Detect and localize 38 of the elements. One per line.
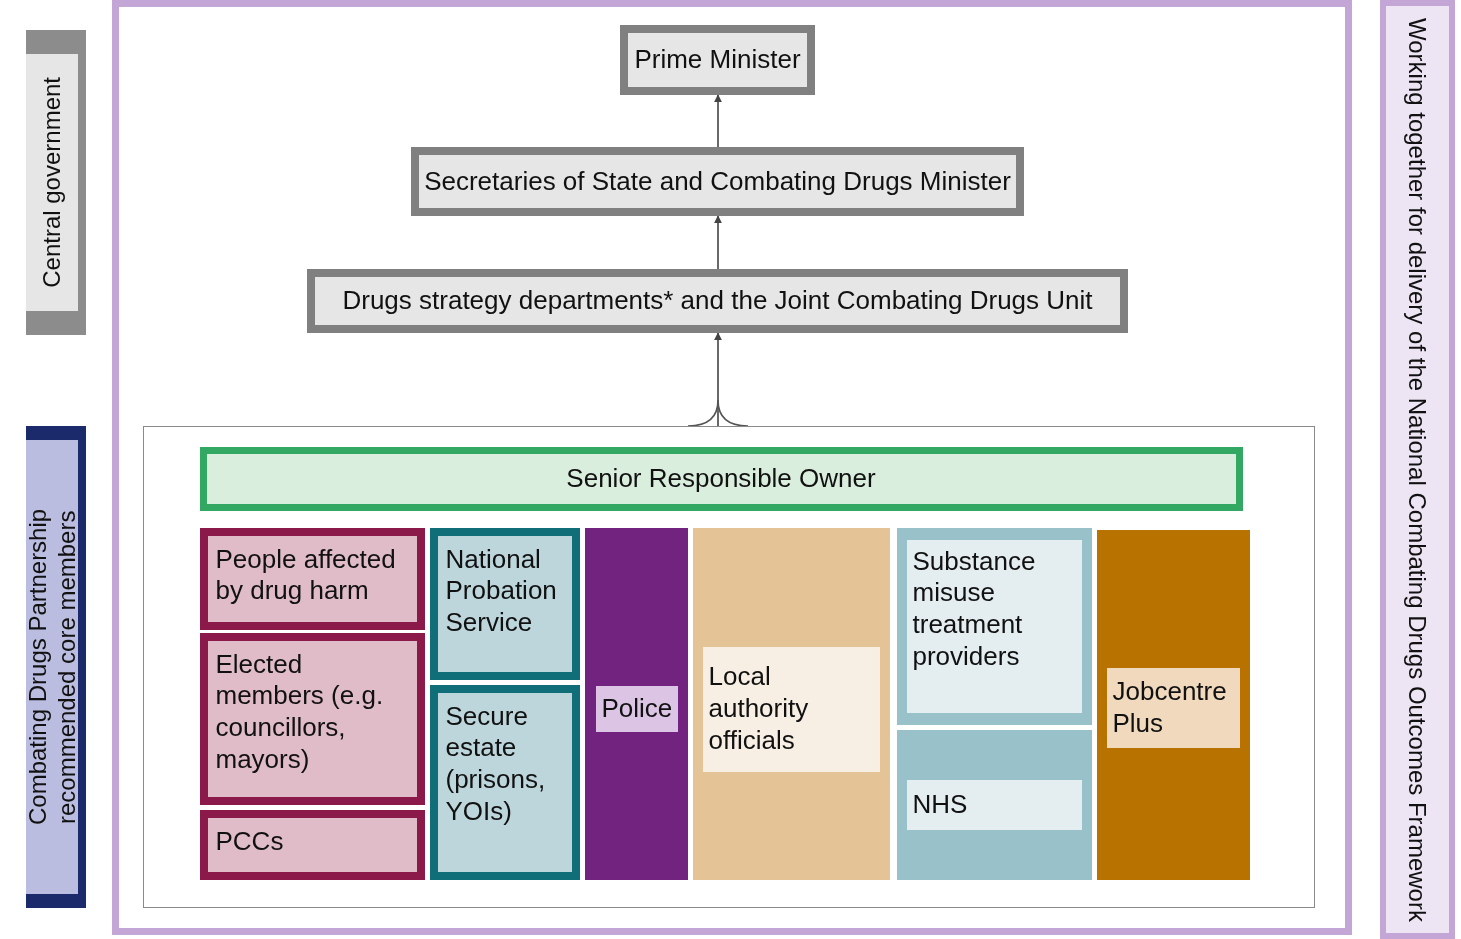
group-frame: [143, 426, 1315, 908]
node-text: People affected by drug harm: [215, 543, 397, 607]
member-column: [692, 527, 890, 880]
member-box: [896, 527, 1092, 725]
node-text: Substance misuse treatment providers: [912, 545, 1037, 673]
node-text: Drugs strategy departments* and the Joint Combating Drugs Unit: [342, 285, 1093, 317]
node-text: Senior Responsible Owner: [566, 462, 876, 495]
member-box: [429, 684, 580, 880]
side-band: [1380, 0, 1455, 939]
arrow: [714, 332, 722, 427]
node-text: Combating Drugs Partnership recommended core members: [22, 507, 81, 828]
node-text: Working together for delivery of the National Combating Drugs Outcomes Framework: [1403, 17, 1433, 922]
header-box: [199, 446, 1243, 511]
node-text: Police: [601, 692, 673, 725]
node-text: Elected members (e.g. councillors, mayors): [215, 648, 385, 776]
side-band: [26, 30, 86, 335]
process-box: [307, 269, 1128, 333]
node-text: National Probation Service: [445, 543, 558, 639]
node-text: Prime Minister: [634, 44, 801, 76]
node-text: Local authority officials: [708, 661, 810, 757]
arrow: [714, 94, 722, 148]
member-box: [896, 729, 1092, 880]
member-column: [584, 527, 688, 880]
node-text: NHS: [912, 788, 968, 821]
node-text: PCCs: [215, 825, 284, 858]
node-text: Central government: [37, 77, 67, 288]
node-text: Secure estate (prisons, YOIs): [445, 700, 547, 828]
member-box: [429, 527, 580, 680]
arrow: [714, 215, 722, 270]
process-box: [411, 147, 1024, 216]
process-box: [620, 25, 815, 95]
member-box: [199, 632, 425, 805]
member-box: [199, 527, 425, 630]
member-box: [199, 809, 425, 880]
node-text: Secretaries of State and Combating Drugs Minister: [424, 165, 1011, 198]
side-band: [26, 426, 86, 908]
member-column: [1096, 529, 1250, 880]
node-text: Jobcentre Plus: [1112, 675, 1228, 740]
